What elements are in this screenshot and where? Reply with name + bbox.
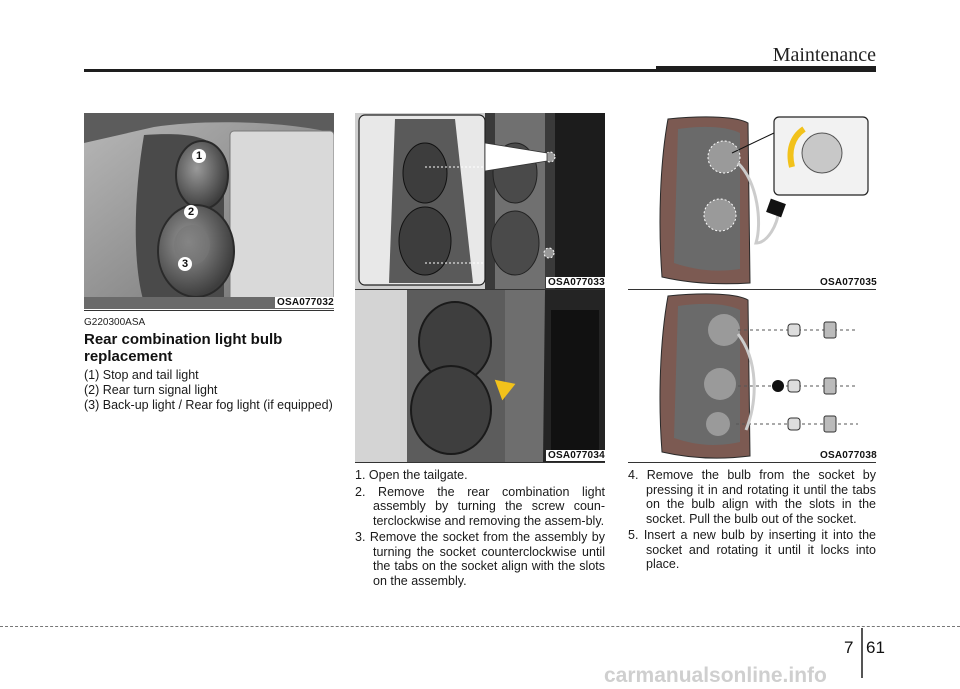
page-header-title: Maintenance [772, 44, 876, 66]
figure-socket-removal [355, 290, 605, 462]
figure-code-label: OSA077032 [275, 297, 336, 308]
header-rule [84, 69, 876, 72]
page-number-divider [861, 628, 863, 678]
steps-middle: 1. Open the tailgate. 2. Remove the rear… [355, 468, 605, 590]
figure-rule [355, 462, 605, 463]
callout-2: 2 [184, 205, 198, 219]
figure-bulb-exploded [628, 290, 876, 462]
component-list: (1) Stop and tail light (2) Rear turn si… [84, 368, 334, 413]
figure-code-label: OSA077033 [546, 277, 607, 288]
watermark: carmanualsonline.info [604, 664, 827, 687]
step-item: 3. Remove the socket from the assembly b… [355, 530, 605, 588]
list-item: (1) Stop and tail light [84, 368, 199, 382]
header-rule-accent [656, 66, 876, 72]
section-code: G220300ASA [84, 317, 146, 328]
step-item: 5. Insert a new bulb by inserting it int… [628, 528, 876, 571]
figure-remove-screws [355, 113, 605, 289]
figure-rule [355, 289, 605, 290]
footer-dashed-rule [0, 626, 960, 627]
figure-rule [628, 462, 876, 463]
callout-3: 3 [178, 257, 192, 271]
figure-code-label: OSA077035 [818, 277, 879, 288]
step-item: 2. Remove the rear combination light ass… [355, 484, 605, 528]
steps-right: 4. Remove the bulb from the socket by pr… [628, 468, 876, 574]
list-item: (2) Rear turn signal light [84, 383, 218, 397]
callout-1: 1 [192, 149, 206, 163]
step-item: 1. Open the tailgate. [355, 468, 468, 482]
list-item: (3) Back-up light / Rear fog light (if e… [84, 398, 333, 412]
chapter-number: 7 [844, 638, 854, 657]
figure-code-label: OSA077034 [546, 450, 607, 461]
step-item: 4. Remove the bulb from the socket by pr… [628, 468, 876, 526]
figure-rear-lamp-callouts: 1 2 3 [84, 113, 334, 309]
figure-rotate-socket [628, 113, 876, 289]
figure-rule [84, 310, 334, 311]
section-title: Rear combination light bulb replacement [84, 331, 283, 365]
figure-rule [628, 289, 876, 290]
figure-code-label: OSA077038 [818, 450, 879, 461]
page-number: 61 [866, 638, 885, 657]
